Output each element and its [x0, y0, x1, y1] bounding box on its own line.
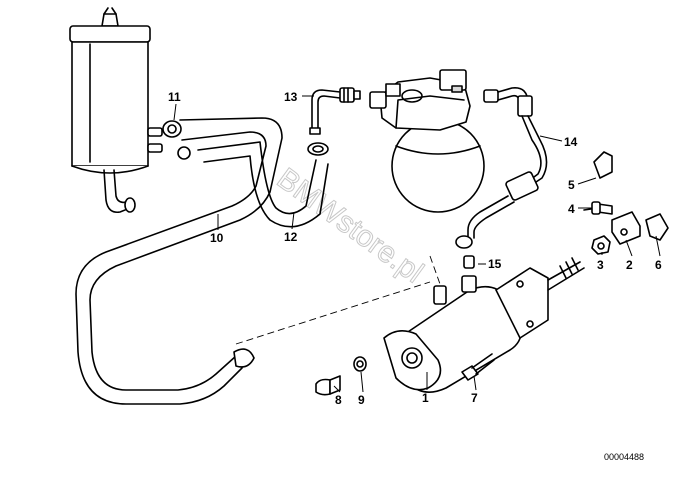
assembly-line-b	[429, 255, 441, 285]
reference-number: 00004488	[604, 452, 644, 462]
callout-11: 11	[168, 90, 181, 104]
mounting-bracket	[583, 151, 669, 255]
callout-14: 14	[564, 135, 578, 149]
callout-10: 10	[210, 231, 224, 245]
pressure-accumulator	[369, 69, 485, 213]
callout-5: 5	[568, 178, 575, 192]
callout-9: 9	[358, 393, 365, 407]
return-hose	[75, 117, 283, 405]
bolt-8	[315, 375, 341, 396]
callout-6: 6	[655, 258, 662, 272]
fluid-reservoir	[69, 7, 163, 214]
bolt-7	[461, 353, 495, 381]
callout-3: 3	[597, 258, 604, 272]
suction-hose	[197, 141, 329, 228]
callout-15: 15	[488, 257, 502, 271]
leader-lines	[173, 95, 661, 393]
callout-8: 8	[335, 393, 342, 407]
callout-7: 7	[471, 391, 478, 405]
callout-1: 1	[422, 391, 429, 405]
bolt-4	[591, 201, 601, 215]
clutch-master-cylinder	[383, 255, 585, 393]
callout-13: 13	[284, 90, 298, 104]
assembly-line-a	[235, 281, 431, 345]
pressure-line-14	[455, 87, 548, 249]
hose-clamp	[162, 120, 191, 160]
callout-4: 4	[568, 202, 575, 216]
callout-2: 2	[626, 258, 633, 272]
pressure-line-13	[309, 87, 361, 135]
callout-12: 12	[284, 230, 298, 244]
washer-9	[353, 356, 367, 372]
